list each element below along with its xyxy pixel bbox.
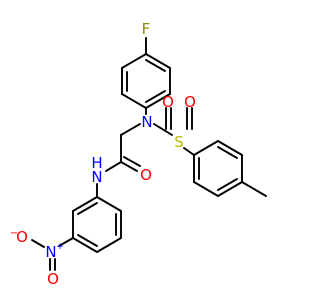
c-n-bond — [105, 161, 122, 172]
bond — [72, 196, 98, 212]
sulfur-atom: S — [174, 133, 184, 151]
amide-hydrogen-atom: H — [91, 154, 102, 172]
bond — [145, 53, 171, 69]
bond — [193, 140, 219, 156]
nitro-oxygen-minus-atom: O — [16, 228, 28, 246]
bond — [217, 181, 243, 197]
double-bond — [145, 90, 166, 103]
c-o-double-bond — [120, 161, 138, 172]
nitro-nitrogen-atom: N — [45, 243, 56, 261]
n-o-minus-bond — [31, 239, 45, 248]
bond — [121, 53, 147, 69]
n-s-bond — [153, 123, 173, 136]
sulfonamide-nitrogen-atom: N — [141, 113, 152, 131]
double-bond — [217, 146, 238, 159]
ring-nitro-bond — [58, 237, 74, 247]
bond — [193, 181, 219, 197]
methyl-bond — [241, 181, 267, 197]
bond — [96, 237, 122, 253]
tolyl-ring — [193, 140, 243, 197]
double-bond — [217, 178, 238, 191]
structure-diagram: F N S O O O N H N + O − O — [10, 20, 267, 288]
fluorine-atom: F — [142, 20, 151, 38]
s-ring-bond — [183, 147, 195, 156]
bond — [217, 140, 243, 156]
double-bond — [77, 234, 98, 247]
bond — [121, 93, 147, 109]
double-bond — [145, 59, 166, 72]
sulfonyl-oxygen-left: O — [162, 93, 174, 111]
sulfonyl-oxygen-right: O — [184, 93, 196, 111]
nitro-oxygen-charge: − — [10, 228, 18, 239]
n-ch2-bond — [120, 123, 141, 136]
nitro-nitrogen-charge: + — [56, 242, 64, 252]
c-o-double-bond — [123, 156, 141, 167]
double-bond — [77, 202, 98, 215]
nitro-oxygen-atom: O — [47, 270, 59, 288]
molecule-canvas: F N S O O O N H N + O − O — [10, 20, 267, 288]
amide-nitrogen-atom: N — [91, 168, 102, 186]
bond — [145, 93, 171, 109]
bond — [72, 237, 98, 253]
fluorophenyl-ring — [121, 53, 171, 109]
carbonyl-oxygen-atom: O — [140, 166, 152, 184]
bond — [96, 196, 122, 212]
nitrophenyl-ring — [72, 196, 122, 253]
